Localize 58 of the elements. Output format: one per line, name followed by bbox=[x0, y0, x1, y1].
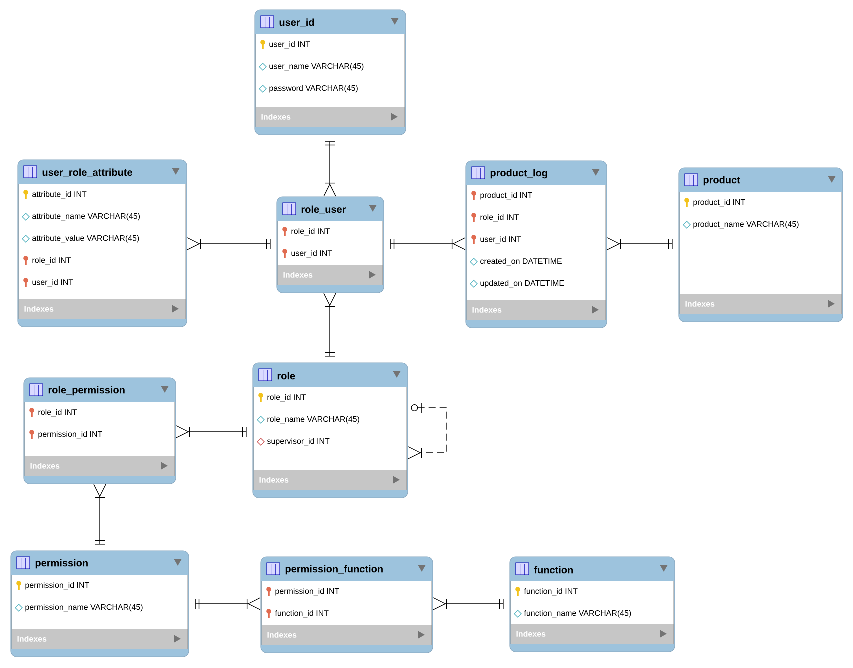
column-label: attribute_id INT bbox=[32, 191, 87, 199]
column-label: permission_name VARCHAR(45) bbox=[26, 604, 143, 612]
relationship-line bbox=[176, 426, 247, 438]
relationship-line bbox=[433, 598, 504, 610]
column-label: permission_id INT bbox=[38, 431, 102, 439]
column-label: permission_id INT bbox=[276, 588, 340, 596]
table-title: role bbox=[278, 372, 296, 380]
column-label: function_id INT bbox=[275, 610, 329, 618]
column-label: role_id INT bbox=[480, 214, 520, 222]
indexes-label: Indexes bbox=[268, 632, 297, 638]
table-title: user_role_attribute bbox=[42, 168, 132, 178]
relationship-line bbox=[94, 484, 106, 545]
relationship-line bbox=[324, 293, 336, 357]
column-label: user_id INT bbox=[32, 279, 74, 287]
table-title: role_user bbox=[302, 206, 346, 214]
indexes-label: Indexes bbox=[284, 272, 313, 278]
indexes-label: Indexes bbox=[24, 306, 54, 312]
relationship-line bbox=[187, 238, 271, 250]
column-label: user_id INT bbox=[270, 41, 310, 49]
column-label: created_on DATETIME bbox=[480, 258, 562, 266]
column-label: supervisor_id INT bbox=[267, 438, 330, 446]
indexes-label: Indexes bbox=[686, 301, 715, 307]
table-title: permission_function bbox=[286, 565, 383, 575]
column-label: user_id INT bbox=[292, 250, 332, 258]
table-title: role_permission bbox=[48, 386, 125, 396]
table-title: product bbox=[704, 176, 740, 186]
column-label: user_id INT bbox=[480, 236, 522, 244]
table-title: product_log bbox=[490, 169, 548, 179]
relationship-line bbox=[607, 238, 673, 250]
indexes-label: Indexes bbox=[30, 463, 60, 469]
column-label: product_id INT bbox=[480, 192, 532, 200]
relationship-line bbox=[408, 402, 448, 460]
table-title: user_id bbox=[280, 18, 314, 28]
column-label: product_name VARCHAR(45) bbox=[694, 221, 799, 229]
relationship-line bbox=[324, 141, 336, 197]
column-label: attribute_value VARCHAR(45) bbox=[32, 235, 140, 243]
column-label: attribute_name VARCHAR(45) bbox=[32, 213, 140, 221]
table-title: permission bbox=[36, 559, 88, 569]
column-label: role_id INT bbox=[38, 409, 78, 417]
table-title: function bbox=[534, 566, 574, 574]
column-label: role_id INT bbox=[268, 394, 306, 402]
indexes-label: Indexes bbox=[18, 636, 47, 642]
column-label: function_name VARCHAR(45) bbox=[524, 610, 632, 618]
indexes-label: Indexes bbox=[472, 307, 502, 313]
column-label: product_id INT bbox=[694, 199, 746, 207]
column-label: function_id INT bbox=[524, 588, 578, 596]
relationship-line bbox=[390, 238, 466, 250]
column-label: role_id INT bbox=[292, 228, 330, 236]
column-label: updated_on DATETIME bbox=[480, 280, 564, 288]
column-label: permission_id INT bbox=[26, 582, 90, 590]
indexes-label: Indexes bbox=[260, 477, 289, 483]
column-label: user_name VARCHAR(45) bbox=[270, 63, 364, 71]
column-label: role_name VARCHAR(45) bbox=[268, 416, 360, 424]
column-label: role_id INT bbox=[32, 257, 72, 265]
column-label: password VARCHAR(45) bbox=[270, 85, 358, 93]
relationship-line bbox=[195, 598, 261, 610]
indexes-label: Indexes bbox=[262, 114, 291, 120]
indexes-label: Indexes bbox=[516, 631, 546, 637]
